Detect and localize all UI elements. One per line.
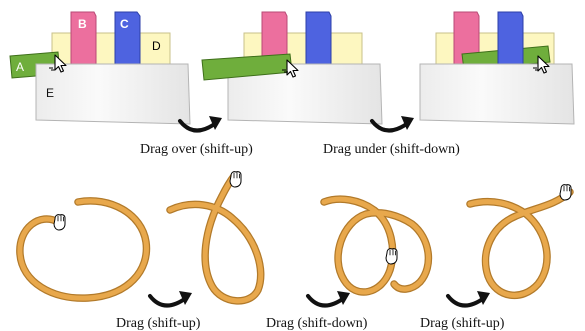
- caption-drag-shift-up-2: Drag (shift-up): [420, 316, 505, 331]
- panel-drag-over: [201, 11, 383, 125]
- grab-hand-icon: [53, 214, 66, 231]
- paper-c: [497, 11, 524, 69]
- panel-drag-under: [419, 11, 575, 125]
- drag-marker: [49, 67, 55, 71]
- drag-marker: [533, 67, 539, 71]
- paper-e: [419, 63, 575, 125]
- rope: [321, 196, 431, 295]
- paper-c: [114, 11, 141, 69]
- caption-drag-shift-up-1: Drag (shift-up): [116, 316, 201, 331]
- curved-arrow-icon: [148, 289, 194, 308]
- rope: [167, 173, 264, 304]
- paper-b: [70, 11, 97, 69]
- grab-hand-icon: [385, 248, 398, 265]
- caption-drag-shift-down: Drag (shift-down): [266, 316, 368, 331]
- grab-hand-icon: [229, 171, 242, 188]
- label-d: D: [152, 39, 161, 53]
- label-c: C: [120, 17, 129, 31]
- drag-marker: [282, 69, 288, 73]
- rope: [467, 189, 573, 298]
- rope-stage-4: [466, 184, 574, 300]
- caption-drag-under: Drag under (shift-down): [323, 142, 460, 157]
- rope: [17, 198, 149, 301]
- caption-drag-over: Drag over (shift-up): [140, 142, 253, 157]
- paper-e: [35, 63, 191, 125]
- label-b: B: [78, 17, 87, 31]
- rope-stage-2: [166, 171, 265, 305]
- rope-stage-1: [16, 197, 151, 302]
- curved-arrow-icon: [306, 289, 352, 308]
- grab-hand-icon: [559, 184, 572, 201]
- curved-arrow-icon: [446, 289, 492, 308]
- paper-c: [305, 11, 332, 69]
- label-e: E: [46, 86, 54, 100]
- rope-stage-3: [320, 195, 433, 296]
- paper-e: [227, 63, 383, 125]
- label-a: A: [16, 60, 24, 74]
- panel-initial: D B C A E: [9, 11, 191, 125]
